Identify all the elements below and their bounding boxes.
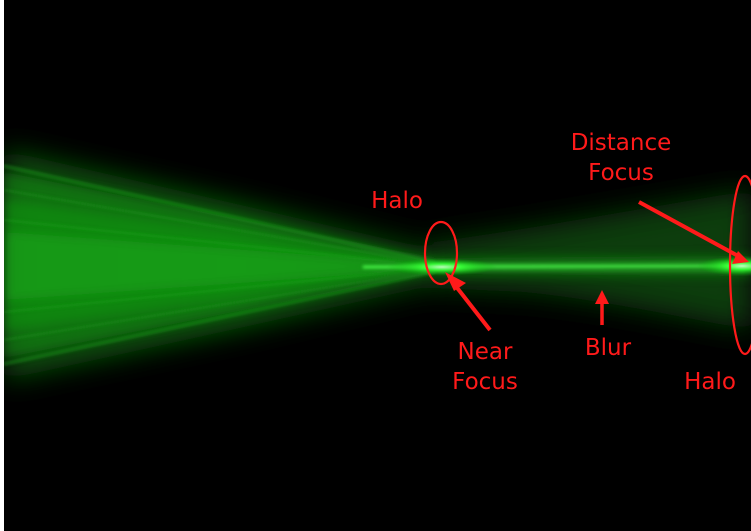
near-halo-ellipse <box>423 220 459 286</box>
far-halo-ellipse <box>728 174 751 356</box>
halo-near-label: Halo <box>371 188 423 214</box>
beam-photo: Halo Near Focus Blur Distance Focus Halo <box>4 130 751 395</box>
near-focus-spot <box>387 258 497 276</box>
near-focus-label-line2: Focus <box>452 369 518 395</box>
near-focus-label-line1: Near <box>458 339 513 365</box>
blur-label: Blur <box>585 335 632 361</box>
distance-focus-label-line1: Distance <box>571 130 672 156</box>
distance-focus-arrow <box>638 200 741 259</box>
halo-far-label: Halo <box>684 369 736 395</box>
distance-focus-label-line2: Focus <box>588 160 654 186</box>
blur-arrowhead <box>595 290 609 304</box>
near-focus-arrowhead <box>445 272 466 291</box>
photo-frame: Halo Near Focus Blur Distance Focus Halo <box>4 0 751 531</box>
distance-focus-arrowhead <box>732 251 749 264</box>
